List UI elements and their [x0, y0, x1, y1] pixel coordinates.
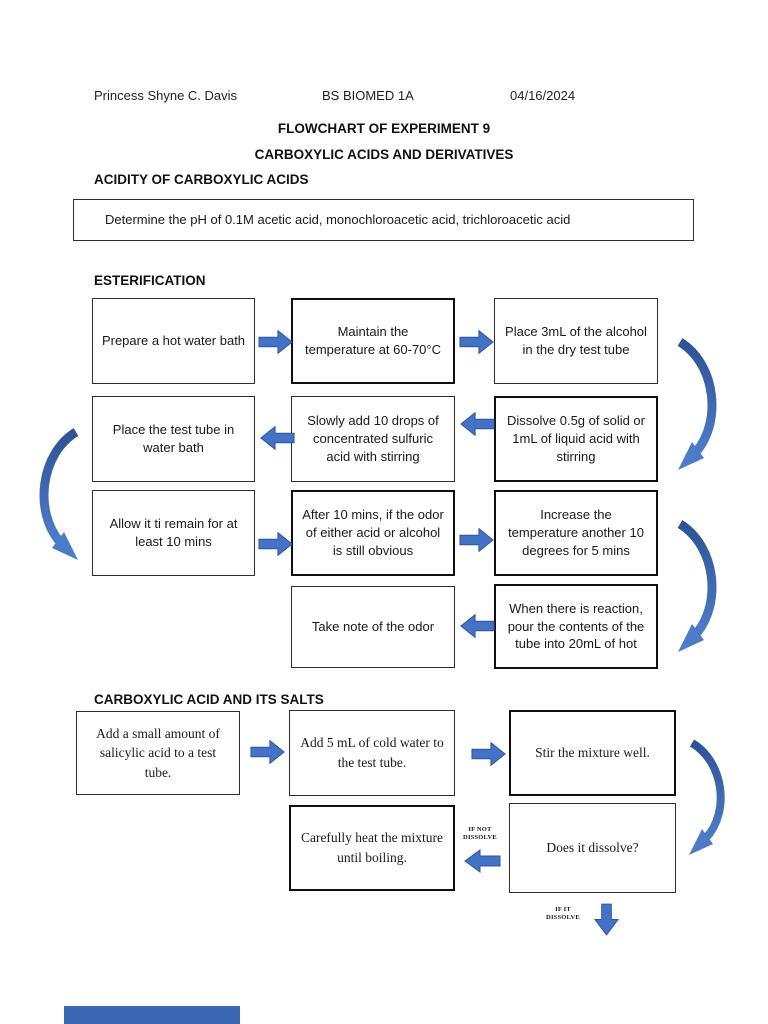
student-name: Princess Shyne C. Davis: [94, 88, 238, 103]
flow-step-box: When there is reaction, pour the content…: [494, 584, 658, 669]
page-subtitle: CARBOXYLIC ACIDS AND DERIVATIVES: [254, 147, 514, 162]
flow-step-box: Place the test tube in water bath: [92, 396, 255, 482]
flow-step-box: Maintain the temperature at 60-70°C: [291, 298, 455, 384]
flow-step-box: Increase the temperature another 10 degr…: [494, 490, 658, 576]
arrow-right-icon: [250, 738, 286, 766]
curved-arrow-down-right-icon: [32, 424, 90, 564]
document-date: 04/16/2024: [510, 88, 576, 103]
page-title: FLOWCHART OF EXPERIMENT 9: [277, 121, 491, 136]
flow-step-box: Dissolve 0.5g of solid or 1mL of liquid …: [494, 396, 658, 482]
curved-arrow-down-left-icon: [666, 334, 724, 474]
arrow-right-icon: [258, 530, 294, 558]
flow-step-box: Does it dissolve?: [509, 803, 676, 893]
section-heading-salts: CARBOXYLIC ACID AND ITS SALTS: [94, 692, 324, 707]
flow-step-box: Allow it ti remain for at least 10 mins: [92, 490, 255, 576]
flow-step-box: After 10 mins, if the odor of either aci…: [291, 490, 455, 576]
flow-step-box: Carefully heat the mixture until boiling…: [289, 805, 455, 891]
curved-arrow-down-left-icon: [680, 736, 732, 858]
flow-step-box: Take note of the odor: [291, 586, 455, 668]
arrow-left-icon: [259, 424, 295, 452]
acidity-instruction-box: Determine the pH of 0.1M acetic acid, mo…: [73, 199, 694, 241]
curved-arrow-down-left-icon: [666, 516, 724, 656]
section-heading-esterification: ESTERIFICATION: [94, 273, 206, 288]
flow-step-box: Slowly add 10 drops of concentrated sulf…: [291, 396, 455, 482]
flow-step-box: Place 3mL of the alcohol in the dry test…: [494, 298, 658, 384]
arrow-right-icon: [459, 526, 495, 554]
arrow-right-icon: [471, 740, 507, 768]
flow-step-box: Prepare a hot water bath: [92, 298, 255, 384]
flow-step-box: Stir the mixture well.: [509, 710, 676, 796]
section-heading-acidity: ACIDITY OF CARBOXYLIC ACIDS: [94, 172, 309, 187]
arrow-left-icon: [463, 848, 501, 874]
next-page-shape-fragment: [64, 1006, 240, 1024]
branch-label-if-it-dissolve: IF IT DISSOLVE: [546, 906, 580, 922]
arrow-left-icon: [459, 612, 495, 640]
arrow-right-icon: [258, 328, 294, 356]
student-course: BS BIOMED 1A: [322, 88, 414, 103]
flow-step-box: Add 5 mL of cold water to the test tube.: [289, 710, 455, 796]
arrow-down-icon: [593, 903, 620, 936]
arrow-right-icon: [459, 328, 495, 356]
arrow-left-icon: [459, 410, 495, 438]
branch-label-if-not-dissolve: IF NOT DISSOLVE: [463, 826, 497, 842]
flow-step-box: Add a small amount of salicylic acid to …: [76, 711, 240, 795]
